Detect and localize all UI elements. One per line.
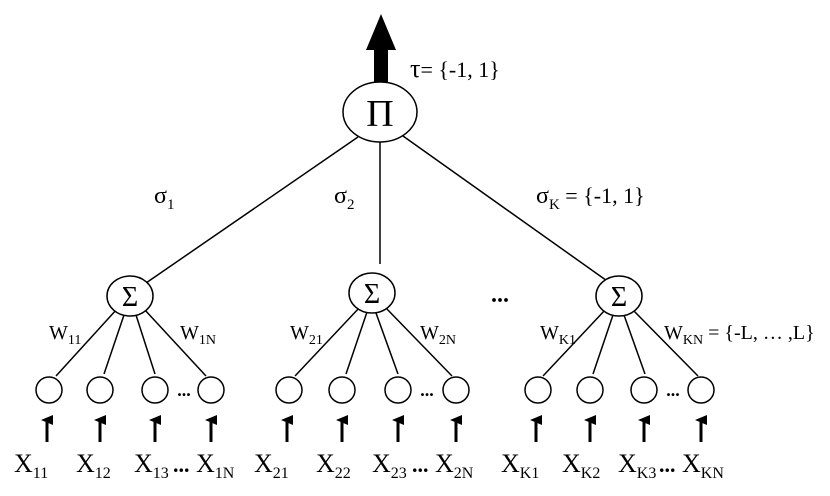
input-node-1-2 (86, 376, 114, 404)
sum-symbol-1: Σ (122, 282, 138, 313)
weight-last-label-2: W2N (420, 322, 456, 348)
sigma-label-k: σK = {-1, 1} (536, 183, 645, 213)
top-connections (145, 135, 611, 284)
input-label-2-4: X2N (435, 449, 474, 482)
input-node-2-3 (384, 376, 412, 404)
input-ellipsis-k: ... (666, 380, 680, 400)
sum-symbol-k: Σ (611, 282, 627, 313)
output-product-node: Π (342, 81, 418, 143)
hidden-unit-1: σ1 Σ W11 W1N ... X11 X12 (14, 183, 235, 482)
weight-first-label-1: W11 (49, 322, 81, 348)
sigma-label-2: σ2 (334, 183, 354, 213)
input-node-2-4 (442, 376, 470, 404)
input-node-2-2 (328, 376, 356, 404)
input-node-k-4 (687, 376, 715, 404)
input-node-k-3 (630, 376, 658, 404)
input-label-k-3: XK3 (618, 449, 656, 482)
tau-symbol: τ (410, 54, 420, 83)
weight-first-label-k: WK1 (540, 322, 576, 348)
input-node-k-1 (524, 376, 552, 404)
weight-last-label-1: W1N (180, 322, 216, 348)
weight-last-label-k: WKN = {-L, … ,L} (664, 322, 815, 348)
sigma-label-1: σ1 (154, 183, 174, 213)
input-node-1-1 (35, 376, 63, 404)
input-label-1-4: X1N (196, 449, 235, 482)
output-arrow (366, 14, 396, 82)
input-label-2-2: X22 (316, 449, 351, 482)
product-symbol: Π (366, 93, 393, 135)
sum-symbol-2: Σ (364, 279, 380, 310)
input-label-2-3: X23 (372, 449, 407, 482)
input-ellipsis-1: ... (177, 380, 191, 400)
sum-node-1 (106, 275, 154, 317)
input-label-2-1: X21 (254, 449, 289, 482)
tau-values: = {-1, 1} (420, 57, 499, 82)
tau-label: τ= {-1, 1} (410, 54, 500, 83)
hidden-unit-k: σK = {-1, 1} Σ WK1 WKN = {-L, … ,L} ... (501, 183, 815, 482)
input-node-1-3 (141, 376, 169, 404)
input-label-k-4: XKN (682, 449, 724, 482)
input-node-1-4 (197, 376, 225, 404)
input-label-k-2: XK2 (562, 449, 600, 482)
input-label-1-1: X11 (14, 449, 48, 482)
input-node-k-2 (576, 376, 604, 404)
sum-node-k (595, 275, 643, 317)
input-node-2-1 (275, 376, 303, 404)
weight-first-label-2: W21 (290, 322, 323, 348)
input-label-ellipsis-k: ... (659, 452, 676, 477)
input-label-k-1: XK1 (501, 449, 539, 482)
sum-node-2 (348, 272, 396, 314)
input-label-ellipsis-1: ... (173, 452, 190, 477)
input-label-ellipsis-2: ... (412, 452, 429, 477)
hidden-unit-2: σ2 Σ W21 W2N ... X21 X22 (254, 183, 474, 482)
input-label-1-3: X13 (134, 449, 169, 482)
input-label-1-2: X12 (76, 449, 111, 482)
input-ellipsis-2: ... (420, 380, 434, 400)
hidden-unit-ellipsis: ... (491, 282, 509, 308)
